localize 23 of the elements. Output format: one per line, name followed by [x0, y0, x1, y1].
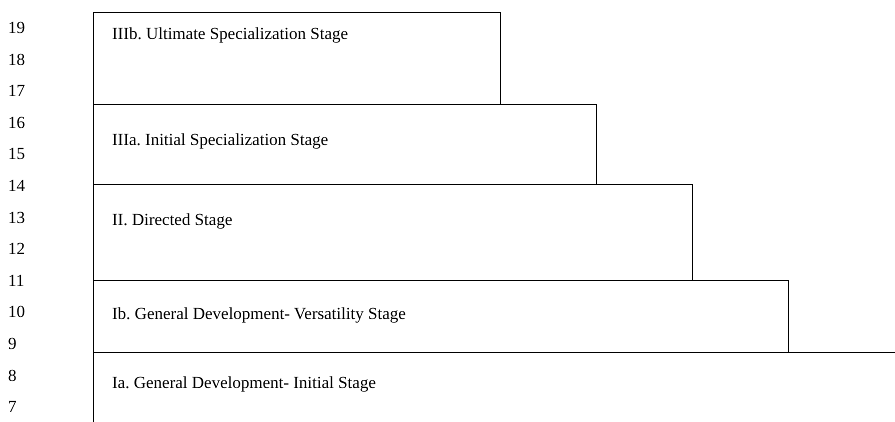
scale-number: 9 — [8, 334, 16, 354]
stage-label: IIIb. Ultimate Specialization Stage — [112, 23, 350, 45]
stage-box — [93, 184, 693, 281]
stage-box — [93, 104, 597, 185]
stage-band — [93, 352, 895, 422]
scale-number: 8 — [8, 366, 16, 386]
scale-number: 16 — [8, 112, 25, 133]
scale-number: 13 — [8, 208, 25, 228]
stage-label: Ia. General Development- Initial Stage — [112, 372, 377, 394]
scale-number: 12 — [8, 239, 25, 260]
scale-number: 18 — [8, 50, 25, 70]
scale-number: 15 — [8, 144, 25, 164]
stage-label: II. Directed Stage — [112, 209, 234, 231]
stage-box — [93, 280, 789, 353]
scale-number: 14 — [8, 176, 25, 196]
stage-box — [93, 12, 501, 105]
stage-label: IIIa. Initial Specialization Stage — [112, 129, 330, 151]
scale-number: 17 — [8, 81, 25, 102]
scale-number: 10 — [8, 302, 25, 322]
scale-number: 11 — [8, 270, 24, 291]
scale-number: 19 — [8, 18, 25, 38]
stage-label: Ib. General Development- Versatility Stage — [112, 303, 407, 325]
scale-number: 7 — [8, 397, 16, 418]
